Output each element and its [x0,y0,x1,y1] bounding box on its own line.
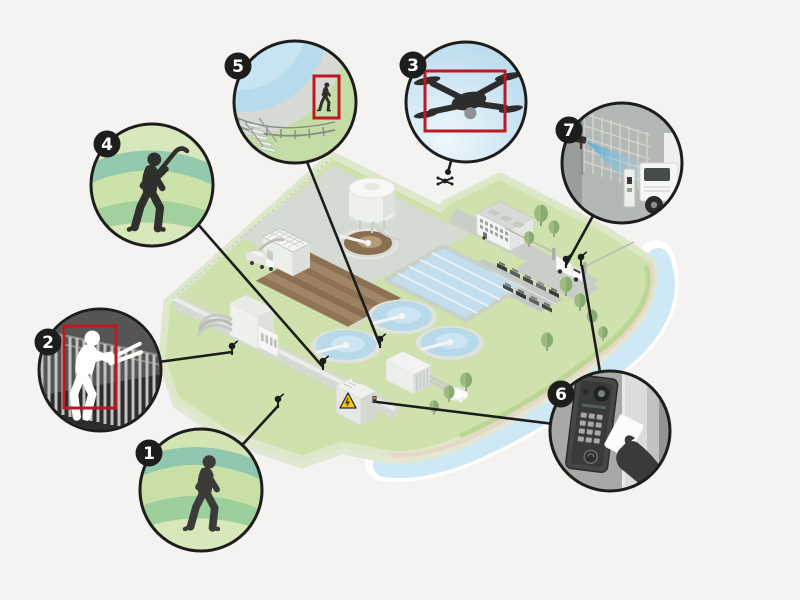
river [365,240,679,482]
warning-sign [339,392,357,409]
bubble-ring-4 [89,122,215,248]
badge-7: 7 [555,116,583,144]
bubble-ring-5 [232,39,358,165]
office-building [476,201,534,252]
digester-tank [309,177,401,245]
treatment-plant [158,151,679,482]
detection-box-3 [423,69,507,133]
badge-number-4: 4 [101,135,113,155]
pump-building [196,295,279,358]
callout-4: 4 [89,122,215,248]
bubble-ring-2 [37,307,163,433]
badge-number-3: 3 [407,56,419,76]
callout-2: 2 [34,307,163,433]
bubble-ring-6 [548,369,672,493]
gate-reader-post [623,168,636,208]
callout-6: 6 [547,369,672,493]
badge-2: 2 [34,328,62,356]
badge-number-2: 2 [42,333,54,353]
gate-pad [514,256,600,302]
electrical-cabinet [335,378,377,427]
secondary-clarifier-1 [311,328,381,364]
drone-marker [435,175,455,187]
primary-clarifier [338,228,398,260]
intercom-device [565,374,619,473]
callout-5: 5 [224,39,358,165]
badge-5: 5 [224,52,252,80]
badge-6: 6 [547,380,575,408]
bubble-ring-7 [560,101,684,225]
secondary-clarifier-3 [416,326,484,360]
cabinet-access-reader [372,396,377,403]
badge-3: 3 [399,51,427,79]
tanker-truck [245,238,285,271]
callout-3: 3 [399,40,528,164]
blower-building [261,227,312,277]
badge-number-5: 5 [232,57,244,77]
parked-cars [491,261,559,313]
detection-box-5 [312,74,341,120]
truck-at-gate [639,133,682,215]
tank-stairs [244,117,278,153]
camera-beam [586,141,656,189]
detection-box-2 [62,324,118,410]
badge-1: 1 [135,439,163,467]
badge-number-6: 6 [555,385,567,405]
badge-number-1: 1 [143,444,155,464]
secondary-clarifier-2 [367,299,437,335]
badge-number-7: 7 [563,121,575,141]
bubble-ring-1 [138,427,264,553]
bubble-ring-3 [404,40,528,164]
callout-7: 7 [555,101,684,225]
aeration-basins [384,244,525,322]
badge-4: 4 [93,130,121,158]
intruder-with-crowbar-icon [129,146,190,230]
